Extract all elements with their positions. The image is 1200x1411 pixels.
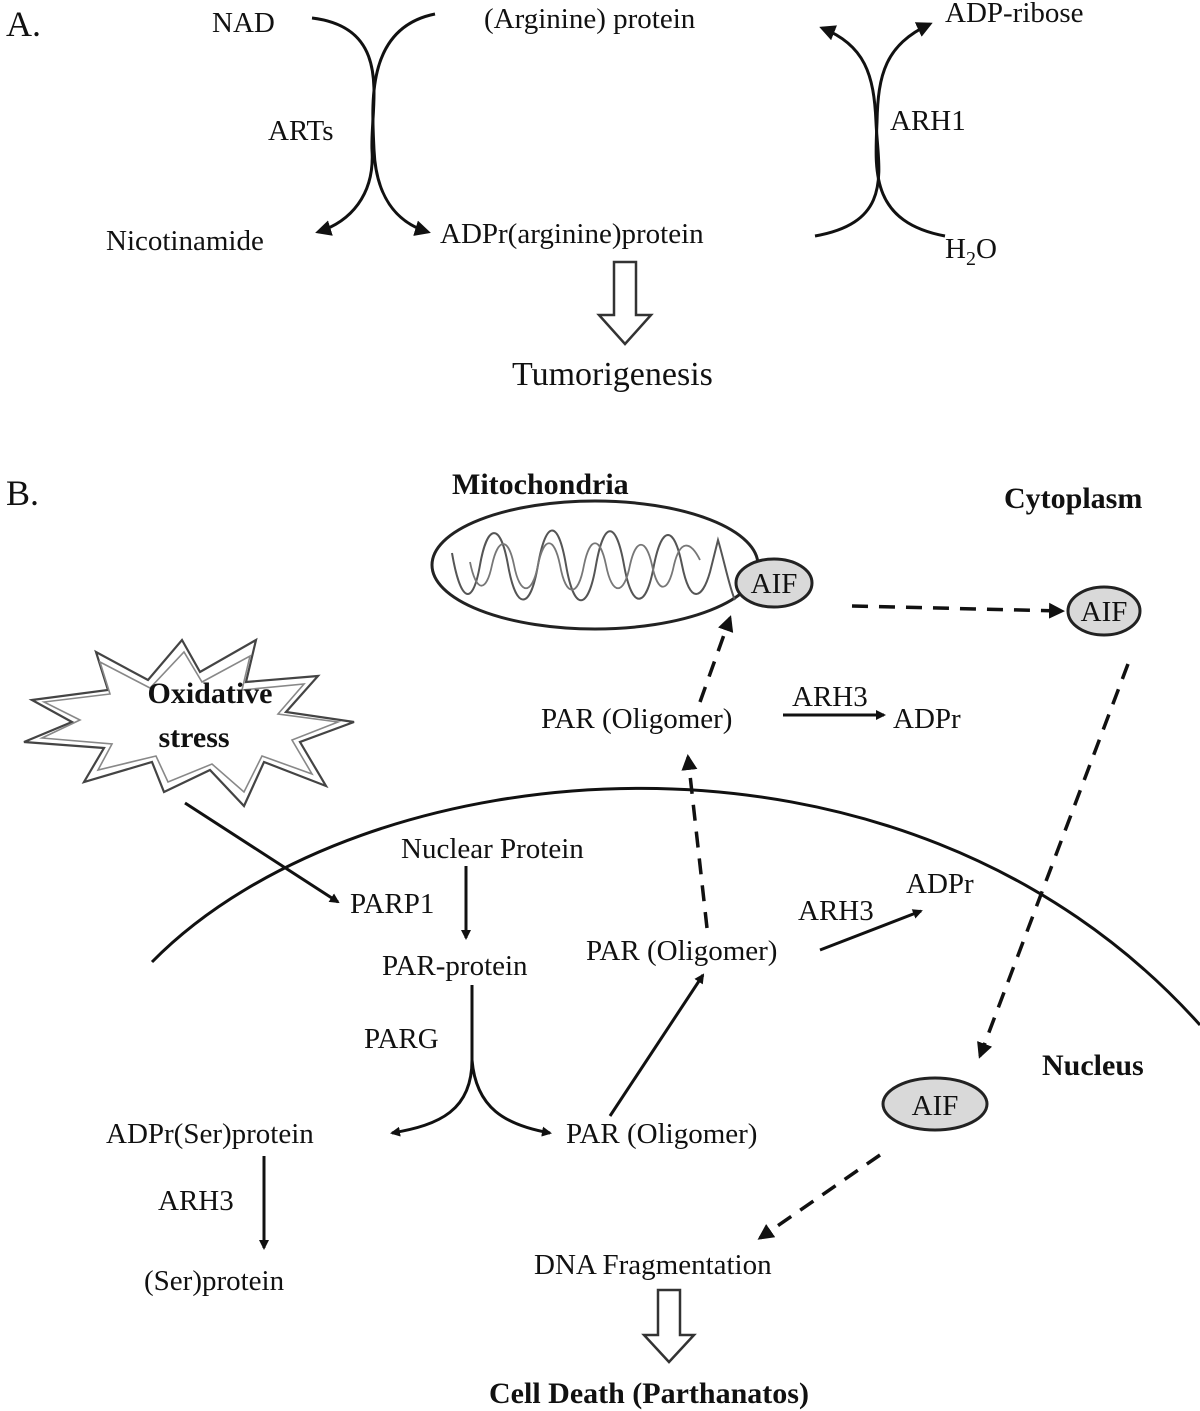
parp1-label: PARP1 (350, 888, 434, 920)
arginine-protein-label: (Arginine) protein (484, 3, 696, 35)
adpr-protein-to-protein-arrow (814, 25, 881, 238)
par-to-mitochondria-dashed-arrow (698, 615, 734, 703)
nucleus-label: Nucleus (1042, 1049, 1144, 1082)
aif-cytoplasm-label: AIF (1081, 596, 1128, 628)
cristae-inner (469, 542, 701, 591)
nicotinamide-label: Nicotinamide (106, 225, 264, 257)
adpr-mid-label: ADPr (906, 868, 974, 900)
dna-fragmentation-label: DNA Fragmentation (534, 1249, 772, 1281)
nuclear-envelope (150, 786, 1200, 1027)
tumorigenesis-block-arrow (596, 260, 654, 346)
parg-to-par-oligomer-arrow (470, 1059, 552, 1137)
par-mid-to-cytoplasm-dashed-arrow (681, 754, 709, 929)
arh3-mid-label: ARH3 (798, 895, 874, 927)
protein-to-adpr-protein-arrow (371, 12, 436, 236)
cell-death-label: Cell Death (Parthanatos) (489, 1377, 809, 1410)
nad-to-nicotinamide-arrow (311, 16, 376, 236)
water-label: H2O (945, 233, 997, 270)
aif-to-dna-dashed-arrow (757, 1153, 881, 1240)
panel-a-label: A. (6, 4, 41, 44)
aif-cytoplasm-oval (1066, 585, 1142, 637)
tumorigenesis-label: Tumorigenesis (512, 356, 713, 393)
panel-b-label: B. (6, 473, 39, 513)
par-low-to-mid-arrow (608, 973, 705, 1117)
par-protein-label: PAR-protein (382, 950, 528, 982)
arh3-mid-arrow (819, 909, 923, 952)
cristae-outer (451, 529, 736, 601)
nad-label: NAD (212, 7, 275, 39)
cytoplasm-label: Cytoplasm (1004, 482, 1142, 515)
oxidative-stress-burst (23, 637, 355, 808)
aif-nucleus-label: AIF (912, 1090, 959, 1122)
ser-protein-label: (Ser)protein (144, 1265, 285, 1297)
parg-label: PARG (364, 1023, 439, 1055)
mitochondria-label: Mitochondria (452, 468, 629, 501)
nuclear-protein-label: Nuclear Protein (401, 833, 584, 865)
mitochondrion (430, 499, 760, 631)
arh3-ser-label: ARH3 (158, 1185, 234, 1217)
adpr-arginine-protein-label: ADPr(arginine)protein (440, 218, 704, 250)
oxidative-stress-line1: Oxidative (148, 677, 273, 710)
arh3-cytoplasm-label: ARH3 (792, 681, 868, 713)
arts-label: ARTs (268, 115, 334, 147)
adpr-ser-protein-label: ADPr(Ser)protein (106, 1118, 314, 1150)
aif-mitochondria-label: AIF (751, 568, 798, 600)
par-oligomer-mid-label: PAR (Oligomer) (586, 935, 777, 967)
aif-to-cytoplasm-dashed-arrow (851, 602, 1065, 619)
adpr-cytoplasm-label: ADPr (893, 703, 961, 735)
parg-to-adpr-ser-arrow (390, 985, 474, 1137)
aif-mitochondria-oval (734, 557, 814, 609)
aif-to-nucleus-dashed-arrow (977, 663, 1130, 1059)
water-to-adp-ribose-arrow (874, 22, 946, 238)
oxidative-stress-to-parp1-arrow (184, 801, 340, 904)
arh1-label: ARH1 (890, 105, 966, 137)
par-oligomer-low-label: PAR (Oligomer) (566, 1118, 757, 1150)
aif-nucleus-oval (881, 1076, 989, 1132)
adp-ribose-label: ADP-ribose (945, 0, 1084, 29)
par-oligomer-cytoplasm-label: PAR (Oligomer) (541, 703, 732, 735)
oxidative-stress-line2: stress (158, 721, 229, 754)
cell-death-block-arrow (641, 1288, 697, 1364)
